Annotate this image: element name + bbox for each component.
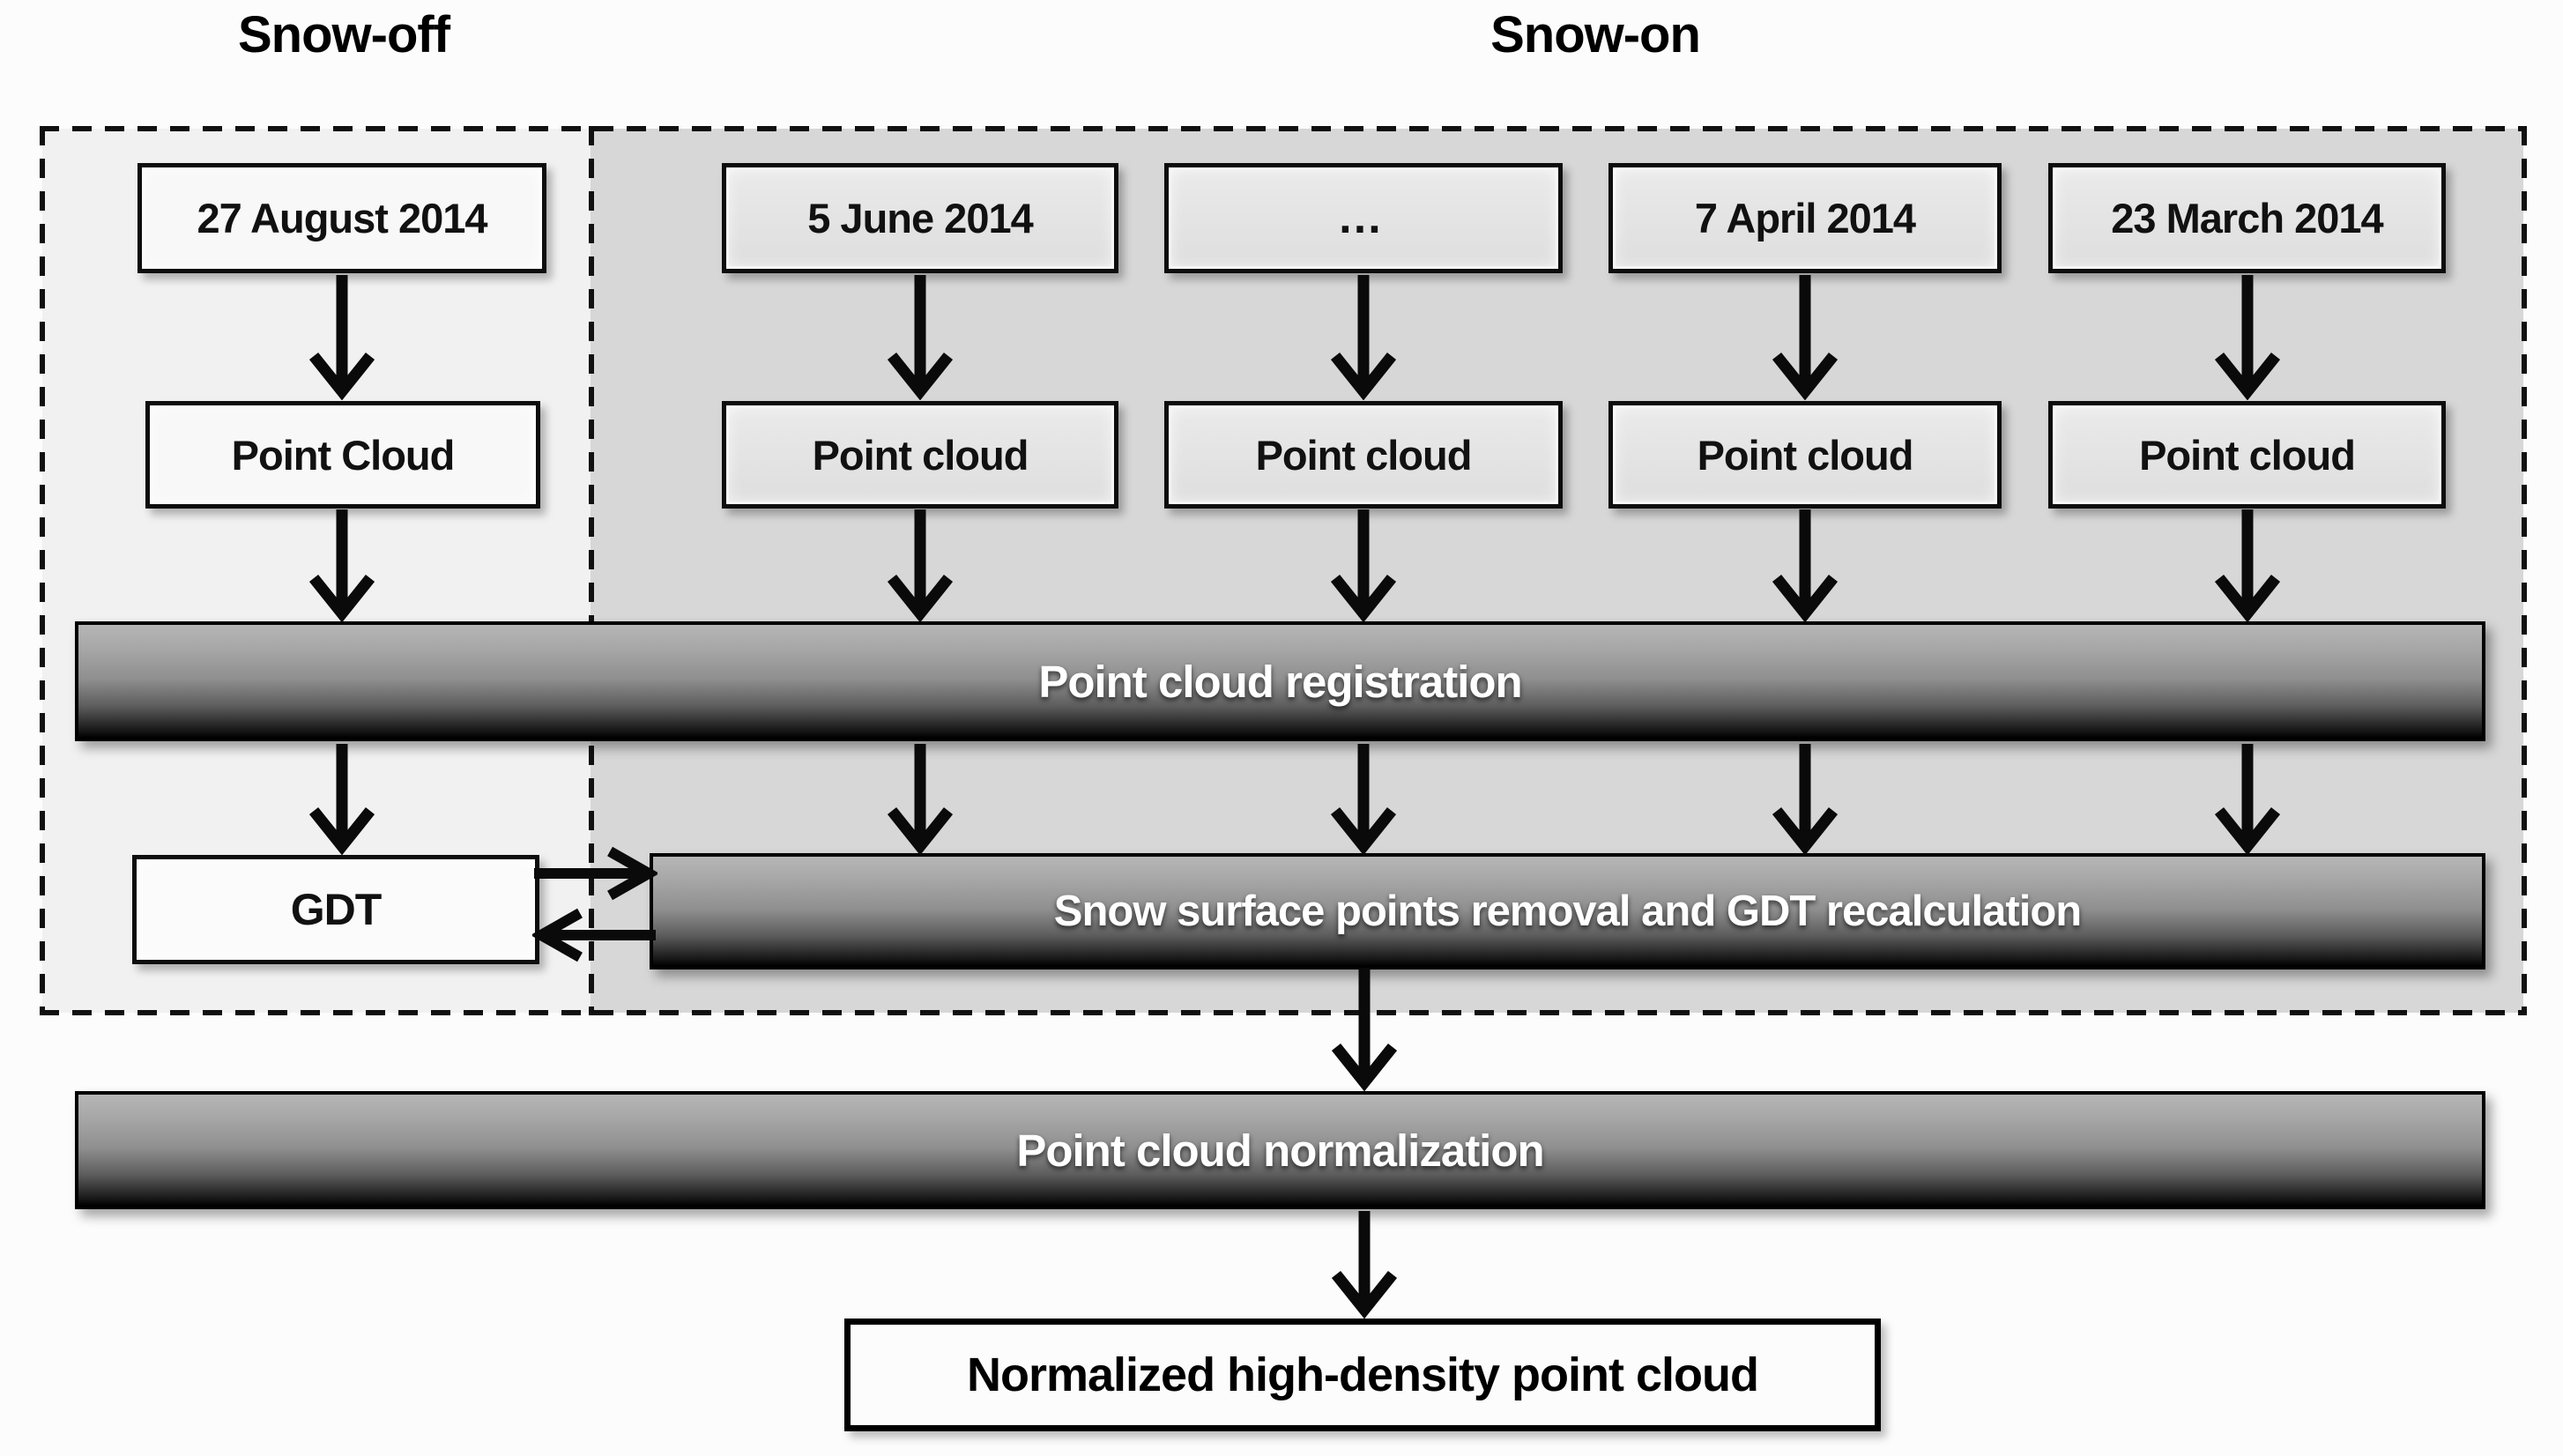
- arrow-right-gdt-to-bar: [534, 846, 657, 901]
- arrow-down: [1330, 275, 1397, 400]
- dashed-border-left: [40, 126, 45, 1015]
- date-label: 5 June 2014: [807, 195, 1034, 241]
- output-box: Normalized high-density point cloud: [844, 1319, 1881, 1431]
- point-cloud-label: Point cloud: [2139, 431, 2356, 479]
- gdt-label: GDT: [290, 885, 383, 934]
- point-cloud-label: Point cloud: [812, 431, 1029, 479]
- date-label: 27 August 2014: [197, 195, 487, 241]
- dashed-border-right: [2522, 126, 2527, 1015]
- point-cloud-box-1: Point cloud: [722, 401, 1118, 509]
- dashed-border-top: [40, 126, 2527, 131]
- arrow-down: [2214, 744, 2281, 855]
- point-cloud-box-3: Point cloud: [1608, 401, 2002, 509]
- date-box-snow-off: 27 August 2014: [137, 163, 546, 273]
- arrow-down: [1772, 744, 1839, 855]
- arrow-down: [1331, 1211, 1398, 1319]
- ellipsis-label: …: [1337, 192, 1390, 244]
- arrow-down: [1330, 509, 1397, 622]
- arrow-down: [2214, 509, 2281, 622]
- arrow-down: [1330, 744, 1397, 855]
- point-cloud-label: Point cloud: [1697, 431, 1914, 479]
- point-cloud-box-snow-off: Point Cloud: [145, 401, 540, 509]
- registration-bar: Point cloud registration: [75, 621, 2485, 741]
- snow-surface-bar: Snow surface points removal and GDT reca…: [650, 853, 2485, 969]
- date-box-1: 5 June 2014: [722, 163, 1118, 273]
- arrow-down: [1331, 968, 1398, 1091]
- arrow-left-bar-to-gdt: [532, 908, 656, 962]
- point-cloud-box-4: Point cloud: [2048, 401, 2446, 509]
- arrow-down: [887, 509, 954, 622]
- point-cloud-box-2: Point cloud: [1164, 401, 1563, 509]
- arrow-down: [1772, 275, 1839, 400]
- point-cloud-label: Point cloud: [1255, 431, 1473, 479]
- date-box-ellipsis: …: [1164, 163, 1563, 273]
- gdt-box: GDT: [132, 855, 539, 964]
- arrow-down: [2214, 275, 2281, 400]
- arrow-down: [308, 744, 375, 855]
- date-box-4: 23 March 2014: [2048, 163, 2446, 273]
- output-box-label: Normalized high-density point cloud: [966, 1348, 1759, 1401]
- snow-off-title: Snow-off: [237, 6, 450, 63]
- normalization-bar: Point cloud normalization: [75, 1091, 2485, 1209]
- date-box-3: 7 April 2014: [1608, 163, 2002, 273]
- date-label: 7 April 2014: [1694, 195, 1916, 241]
- arrow-down: [308, 509, 375, 622]
- normalization-bar-label: Point cloud normalization: [1016, 1125, 1544, 1176]
- arrow-down: [887, 275, 954, 400]
- date-label: 23 March 2014: [2111, 195, 2383, 241]
- registration-bar-label: Point cloud registration: [1038, 656, 1522, 707]
- point-cloud-label: Point Cloud: [231, 431, 456, 479]
- snow-on-title: Snow-on: [1490, 6, 1701, 63]
- snow-surface-bar-label: Snow surface points removal and GDT reca…: [1053, 888, 2082, 935]
- arrow-down: [1772, 509, 1839, 622]
- dashed-divider: [589, 126, 594, 1015]
- arrow-down: [887, 744, 954, 855]
- arrow-down: [308, 275, 375, 400]
- dashed-border-bottom: [40, 1010, 2527, 1015]
